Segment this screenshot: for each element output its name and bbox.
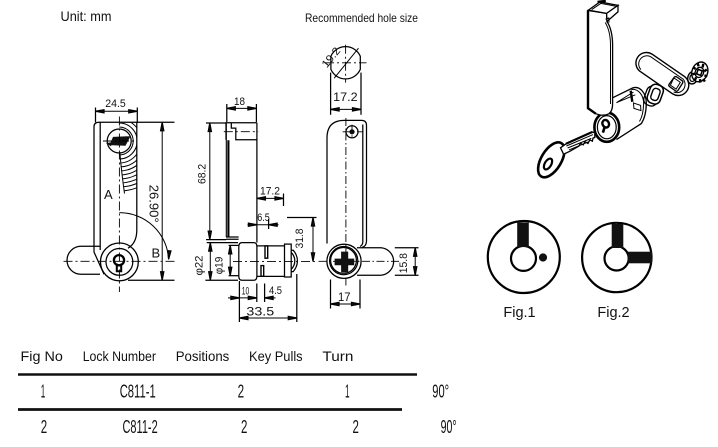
svg-text:90°: 90°: [432, 382, 449, 402]
svg-text:Fig No: Fig No: [21, 348, 64, 364]
svg-text:31.8: 31.8: [294, 229, 306, 249]
svg-text:B: B: [152, 245, 161, 260]
svg-text:18: 18: [234, 96, 245, 108]
svg-text:Positions: Positions: [176, 348, 230, 364]
svg-text:6.5: 6.5: [257, 212, 270, 224]
svg-text:Fig.1: Fig.1: [503, 305, 535, 321]
svg-text:10: 10: [242, 285, 250, 297]
svg-text:4.5: 4.5: [269, 285, 282, 297]
svg-text:2: 2: [238, 382, 245, 402]
svg-text:2: 2: [353, 417, 359, 437]
svg-text:17: 17: [338, 292, 351, 304]
svg-text:φ19: φ19: [214, 257, 226, 275]
svg-text:15.8: 15.8: [398, 253, 410, 273]
svg-text:Fig.2: Fig.2: [597, 305, 629, 321]
svg-text:24.5: 24.5: [105, 98, 126, 110]
svg-text:33.5: 33.5: [246, 306, 274, 318]
svg-text:90°: 90°: [441, 417, 457, 437]
svg-text:Turn: Turn: [322, 348, 353, 364]
svg-text:1: 1: [41, 382, 46, 402]
svg-text:C811-2: C811-2: [123, 417, 158, 437]
svg-text:2: 2: [241, 417, 247, 437]
svg-text:26.90°: 26.90°: [147, 185, 161, 223]
svg-text:1: 1: [345, 382, 350, 402]
svg-text:φ22: φ22: [194, 256, 206, 276]
svg-text:68.2: 68.2: [196, 164, 208, 184]
svg-text:17.2: 17.2: [260, 186, 280, 198]
svg-text:2: 2: [41, 417, 47, 437]
svg-text:Key Pulls: Key Pulls: [249, 348, 303, 364]
svg-text:Recommended hole size: Recommended hole size: [305, 11, 418, 25]
svg-text:Lock Number: Lock Number: [83, 348, 157, 364]
svg-text:17.2: 17.2: [333, 90, 358, 104]
svg-text:A: A: [104, 187, 113, 202]
svg-text:Unit: mm: Unit: mm: [61, 8, 112, 24]
svg-text:C811-1: C811-1: [120, 382, 156, 402]
